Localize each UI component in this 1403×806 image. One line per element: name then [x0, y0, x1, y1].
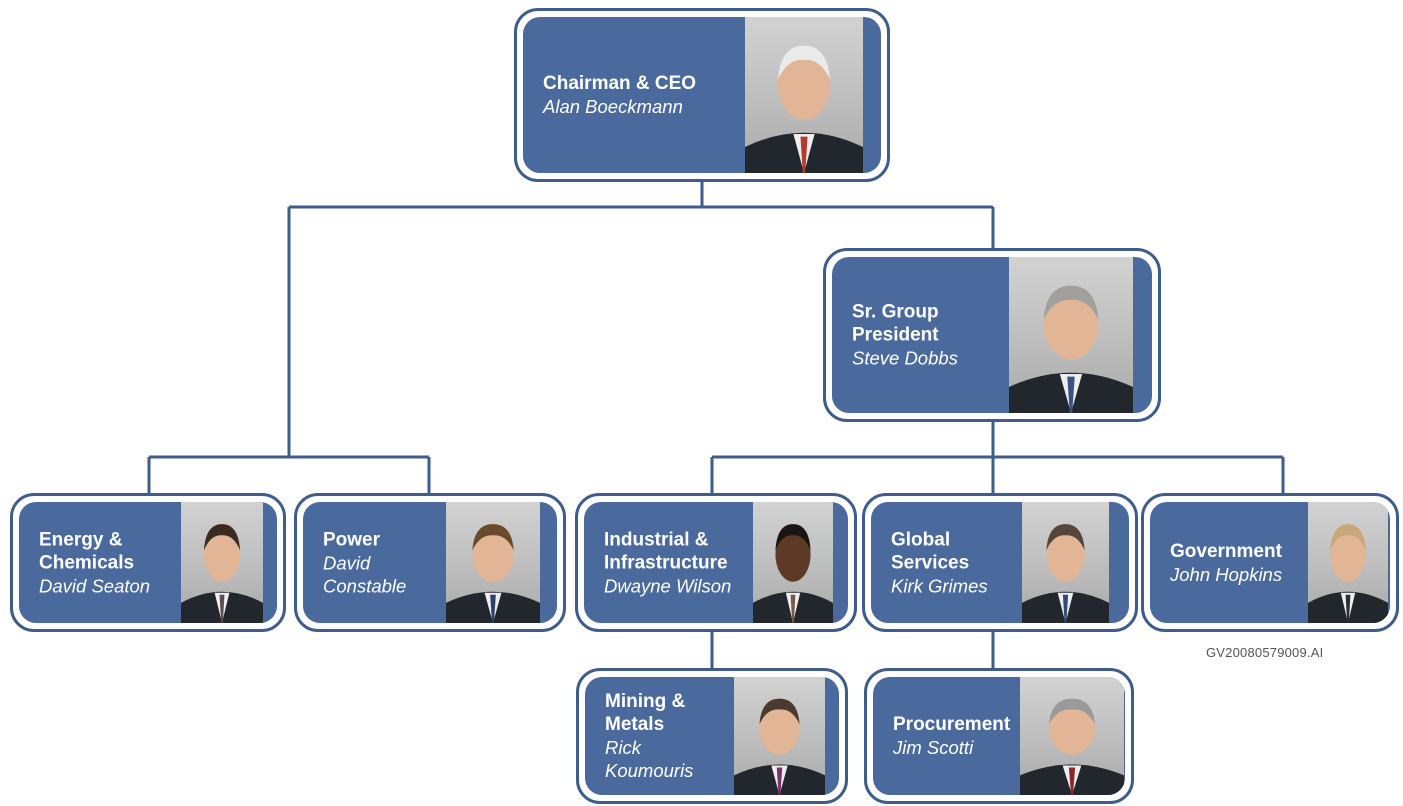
node-energy-chemicals: Energy & Chemicals David Seaton — [10, 493, 286, 632]
connector-sr-group — [710, 420, 1285, 495]
role-title: Global Services — [891, 529, 970, 573]
portrait-photo — [1308, 502, 1388, 623]
person-name: Steve Dobbs — [852, 347, 958, 369]
person-name: Jim Scotti — [893, 737, 974, 758]
node-global-services: Global Services Kirk Grimes — [862, 493, 1138, 632]
portrait-photo — [745, 17, 863, 173]
node-panel: Power David Constable — [303, 502, 557, 623]
person-name: John Hopkins — [1170, 563, 1283, 585]
person-name: David Constable — [323, 552, 407, 596]
portrait-photo — [181, 502, 263, 623]
connector-left-group — [147, 455, 431, 495]
node-procurement: Procurement Jim Scotti — [864, 668, 1134, 804]
person-name: Alan Boeckmann — [543, 96, 683, 117]
node-panel: Government John Hopkins — [1150, 502, 1390, 623]
person-name: Rick Koumouris — [605, 737, 694, 781]
node-panel: Chairman & CEO Alan Boeckmann — [523, 17, 881, 173]
node-sr-group-president: Sr. Group President Steve Dobbs — [823, 248, 1161, 422]
role-title: Chairman & CEO — [543, 73, 697, 94]
portrait-photo — [1020, 677, 1124, 795]
node-government: Government John Hopkins — [1141, 493, 1399, 632]
portrait-photo — [446, 502, 540, 623]
role-title: Government — [1170, 540, 1282, 562]
connector-chairman — [287, 180, 995, 457]
node-power: Power David Constable — [294, 493, 566, 632]
portrait-photo — [1022, 502, 1109, 623]
portrait-photo — [753, 502, 833, 623]
node-panel: Industrial & Infrastructure Dwayne Wilso… — [584, 502, 848, 623]
node-industrial-infrastructure: Industrial & Infrastructure Dwayne Wilso… — [575, 493, 857, 632]
role-title: Mining & Metals — [605, 691, 686, 735]
role-title: Energy & Chemicals — [39, 529, 135, 573]
node-panel: Procurement Jim Scotti — [873, 677, 1125, 795]
person-name: Dwayne Wilson — [604, 575, 732, 596]
file-label: GV20080579009.AI — [1206, 645, 1324, 660]
node-panel: Energy & Chemicals David Seaton — [19, 502, 277, 623]
node-panel: Global Services Kirk Grimes — [871, 502, 1129, 623]
role-title: Sr. Group President — [852, 301, 939, 346]
portrait-photo — [1009, 257, 1133, 413]
role-title: Procurement — [893, 714, 1011, 735]
node-panel: Sr. Group President Steve Dobbs — [832, 257, 1152, 413]
role-title: Power — [323, 529, 381, 550]
node-panel: Mining & Metals Rick Koumouris — [585, 677, 839, 795]
node-chairman: Chairman & CEO Alan Boeckmann — [514, 8, 890, 182]
portrait-photo — [734, 677, 825, 795]
person-name: David Seaton — [39, 575, 151, 596]
person-name: Kirk Grimes — [891, 575, 988, 596]
role-title: Industrial & Infrastructure — [604, 529, 728, 573]
node-mining-metals: Mining & Metals Rick Koumouris — [576, 668, 848, 804]
